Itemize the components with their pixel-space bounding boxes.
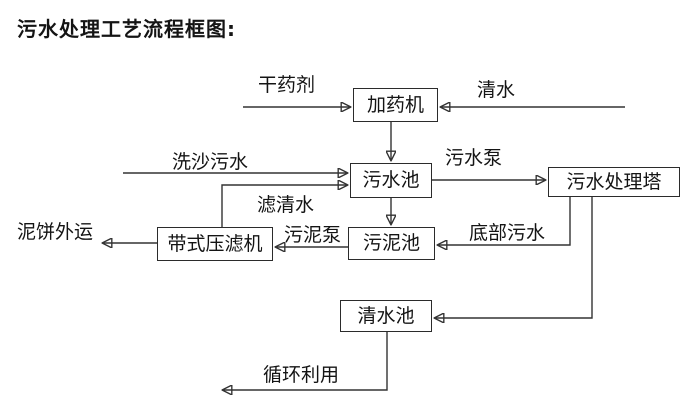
edge-label-sand-washing: 洗沙污水 [172,151,249,173]
edge-label-recycling: 循环利用 [263,364,340,386]
diagram-title: 污水处理工艺流程框图: [17,17,236,41]
edge-label-sludge-pump: 污泥泵 [284,224,342,246]
node-belt-filter-press: 带式压滤机 [157,227,273,261]
edge-label-sewage-pump: 污水泵 [445,147,503,169]
edge-label-clean-water: 清水 [477,79,516,101]
edge-recycle-arrow [223,332,388,390]
edge-label-mud-cake-out: 泥饼外运 [17,221,94,243]
edge-tower-to-clean-arrow [435,197,593,318]
edge-label-filtered-water: 滤清水 [257,194,315,216]
edge-bottom-sewage-arrow [438,197,571,245]
edge-filtered-water-arrow [221,185,347,227]
node-dosing-machine: 加药机 [353,88,438,122]
edge-label-dry-agent: 干药剂 [258,74,316,96]
node-sludge-pool: 污泥池 [348,227,435,260]
node-treatment-tower: 污水处理塔 [548,167,680,197]
edge-label-bottom-sewage: 底部污水 [469,222,546,244]
node-sewage-pool: 污水池 [350,163,432,198]
node-clean-water-pool: 清水池 [340,300,432,332]
